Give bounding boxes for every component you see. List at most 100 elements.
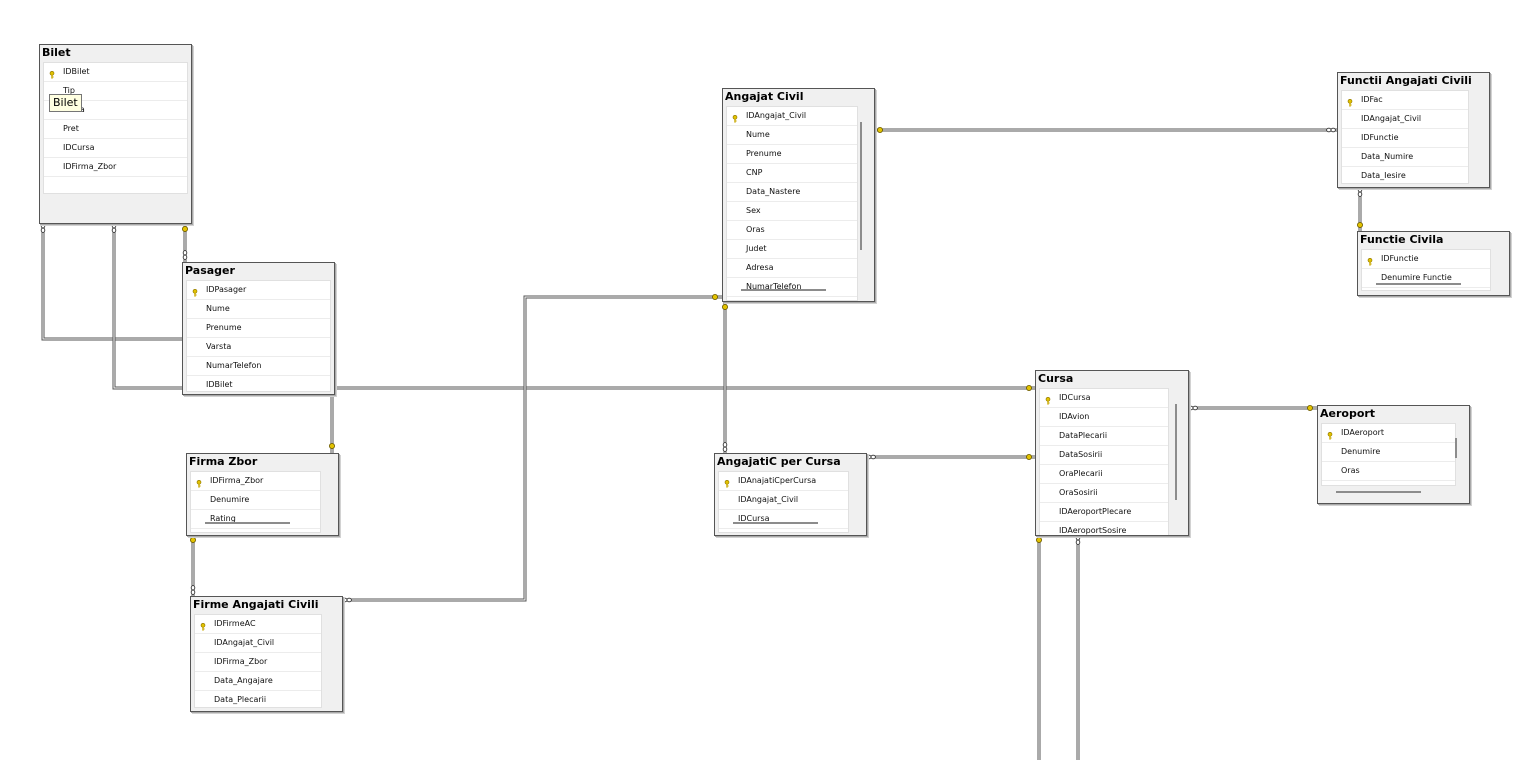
column-row[interactable]: Denumire bbox=[1322, 443, 1455, 462]
horizontal-scrollbar[interactable] bbox=[1336, 491, 1421, 493]
row-selector bbox=[727, 240, 743, 258]
column-row[interactable]: Rating bbox=[191, 510, 320, 529]
column-row[interactable]: IDAeroport bbox=[1322, 424, 1455, 443]
column-row[interactable]: Tara bbox=[1322, 481, 1455, 485]
vertical-scrollbar[interactable] bbox=[860, 122, 862, 250]
horizontal-scrollbar[interactable] bbox=[1376, 283, 1461, 285]
table-title[interactable]: Firme Angajati Civili bbox=[191, 597, 342, 612]
column-row[interactable]: Sex bbox=[727, 202, 857, 221]
column-row[interactable]: Denumire bbox=[191, 491, 320, 510]
column-list[interactable]: IDBiletTipClasaPretIDCursaIDFirma_Zbor bbox=[43, 62, 188, 194]
column-row[interactable]: Data_Plecarii bbox=[195, 691, 321, 707]
column-row[interactable]: IDAngajat_Civil bbox=[727, 107, 857, 126]
column-row[interactable]: IDAeroportPlecare bbox=[1040, 503, 1168, 522]
table-title[interactable]: Bilet bbox=[40, 45, 191, 60]
column-row[interactable]: IDFac bbox=[1342, 91, 1468, 110]
column-row[interactable]: IDPasager bbox=[187, 281, 330, 300]
column-row[interactable]: Data_Angajare bbox=[195, 672, 321, 691]
column-row[interactable]: Adresa bbox=[727, 259, 857, 278]
column-row[interactable]: Oras bbox=[1322, 462, 1455, 481]
column-name: IDCursa bbox=[63, 143, 95, 152]
column-row[interactable]: Oras bbox=[727, 221, 857, 240]
column-row[interactable]: Varsta bbox=[187, 338, 330, 357]
table-title[interactable]: Aeroport bbox=[1318, 406, 1469, 421]
horizontal-scrollbar[interactable] bbox=[733, 522, 818, 524]
column-list[interactable]: IDAeroportDenumireOrasTara bbox=[1321, 423, 1456, 486]
column-row[interactable]: IDCursa bbox=[719, 510, 848, 529]
column-row[interactable]: DataPlecarii bbox=[1040, 427, 1168, 446]
vertical-scrollbar[interactable] bbox=[1175, 404, 1177, 500]
table-title[interactable]: Cursa bbox=[1036, 371, 1188, 386]
many-end-infinity-icon bbox=[1326, 127, 1336, 133]
column-row[interactable]: Data_Nastere bbox=[727, 183, 857, 202]
column-row[interactable]: CNP bbox=[727, 164, 857, 183]
column-row[interactable]: IDFirma_Zbor bbox=[191, 472, 320, 491]
horizontal-scrollbar[interactable] bbox=[205, 522, 290, 524]
column-row[interactable]: Nume bbox=[727, 126, 857, 145]
column-row[interactable]: IDCursa bbox=[44, 139, 187, 158]
column-row[interactable]: Judet bbox=[727, 240, 857, 259]
row-selector bbox=[1040, 408, 1056, 426]
column-row[interactable]: OraSosirii bbox=[1040, 484, 1168, 503]
column-row[interactable]: Data_Numire bbox=[1342, 148, 1468, 167]
column-row[interactable]: IDFirma_Zbor bbox=[195, 653, 321, 672]
table-title[interactable]: Functie Civila bbox=[1358, 232, 1509, 247]
table-bilet[interactable]: BiletIDBiletTipClasaPretIDCursaIDFirma_Z… bbox=[39, 44, 192, 224]
column-row[interactable]: IDAeroportSosire bbox=[1040, 522, 1168, 535]
column-row[interactable]: NumarTelefon bbox=[187, 357, 330, 376]
column-row[interactable]: IDAngajat_Civil bbox=[195, 634, 321, 653]
column-row[interactable]: Prenume bbox=[727, 145, 857, 164]
row-selector bbox=[187, 300, 203, 318]
column-row[interactable]: Tip bbox=[44, 82, 187, 101]
vertical-scrollbar[interactable] bbox=[1455, 438, 1457, 458]
relationship-pasager-bilet[interactable] bbox=[41, 222, 182, 341]
column-row[interactable]: IDFunctie bbox=[1342, 129, 1468, 148]
column-name: Data_Angajare bbox=[214, 676, 273, 685]
column-row[interactable]: IDFirma_Zbor bbox=[44, 158, 187, 177]
relationship-bilet-cursa[interactable] bbox=[112, 222, 1035, 390]
table-title[interactable]: Pasager bbox=[183, 263, 334, 278]
column-row[interactable]: IDAngajat_Civil bbox=[1342, 110, 1468, 129]
relationship-firme-ac-angajat-civil[interactable] bbox=[341, 295, 722, 602]
column-row[interactable]: Pret bbox=[44, 120, 187, 139]
column-row[interactable]: OraPlecarii bbox=[1040, 465, 1168, 484]
column-row[interactable]: NumarTelefon bbox=[727, 278, 857, 297]
table-title[interactable]: Angajat Civil bbox=[723, 89, 874, 104]
column-row[interactable]: Denumire Functie bbox=[1362, 269, 1490, 288]
column-row[interactable]: IDFirmeAC bbox=[195, 615, 321, 634]
column-row[interactable]: IDFunctie bbox=[1362, 250, 1490, 269]
column-row[interactable]: Nume bbox=[187, 300, 330, 319]
column-row[interactable]: DataSosirii bbox=[1040, 446, 1168, 465]
row-selector bbox=[44, 63, 60, 81]
one-end-key-icon bbox=[189, 537, 196, 544]
column-row[interactable]: Data_Iesire bbox=[1342, 167, 1468, 183]
column-row[interactable]: IDAngajat_Civil bbox=[719, 491, 848, 510]
table-title[interactable]: Firma Zbor bbox=[187, 454, 338, 469]
horizontal-scrollbar[interactable] bbox=[741, 289, 826, 291]
column-row[interactable]: IDBilet bbox=[187, 376, 330, 391]
table-title[interactable]: Functii Angajati Civili bbox=[1338, 73, 1489, 88]
table-title[interactable]: AngajatiC per Cursa bbox=[715, 454, 866, 469]
column-row[interactable]: IDBilet bbox=[44, 63, 187, 82]
column-row[interactable]: IDAvion bbox=[1040, 408, 1168, 427]
many-end-infinity-icon bbox=[111, 223, 117, 233]
column-name: IDCursa bbox=[1059, 393, 1091, 402]
table-aeroport[interactable]: AeroportIDAeroportDenumireOrasTara bbox=[1317, 405, 1470, 504]
column-row[interactable]: Prenume bbox=[187, 319, 330, 338]
column-row[interactable]: IDCursa bbox=[1040, 389, 1168, 408]
column-row[interactable]: IDAnajatiCperCursa bbox=[719, 472, 848, 491]
row-selector bbox=[1342, 110, 1358, 128]
column-name: Nume bbox=[746, 130, 770, 139]
